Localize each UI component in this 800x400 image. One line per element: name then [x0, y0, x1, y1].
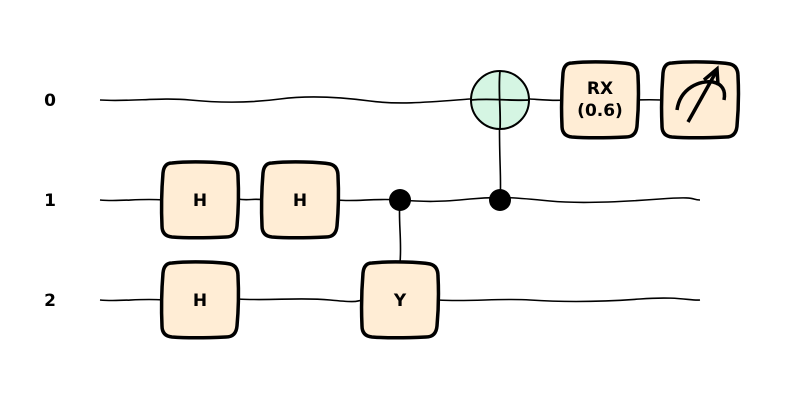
wire-label-1: 1: [44, 191, 56, 211]
wire-label-2: 2: [44, 291, 56, 311]
gate-y-wire2: Y: [359, 260, 441, 340]
gate-h-wire1-a: H: [159, 160, 241, 240]
cnot-target-icon: [470, 70, 530, 130]
gate-rx-wire0: RX (0.6): [559, 60, 641, 140]
gate-rx-param: (0.6): [577, 101, 623, 121]
control-dot-icon: [389, 189, 411, 211]
measurement-meter-icon: [659, 60, 741, 140]
gate-h-label: H: [193, 291, 207, 311]
gate-rx-label: RX: [587, 79, 613, 99]
gate-y-label: Y: [393, 291, 407, 311]
gate-h-wire2: H: [159, 260, 241, 340]
gate-h-label: H: [293, 191, 307, 211]
wire-label-0: 0: [44, 91, 56, 111]
gate-h-wire1-b: H: [259, 160, 341, 240]
wire-1: [99, 196, 701, 204]
control-dot-icon: [489, 189, 511, 211]
gate-h-label: H: [193, 191, 207, 211]
